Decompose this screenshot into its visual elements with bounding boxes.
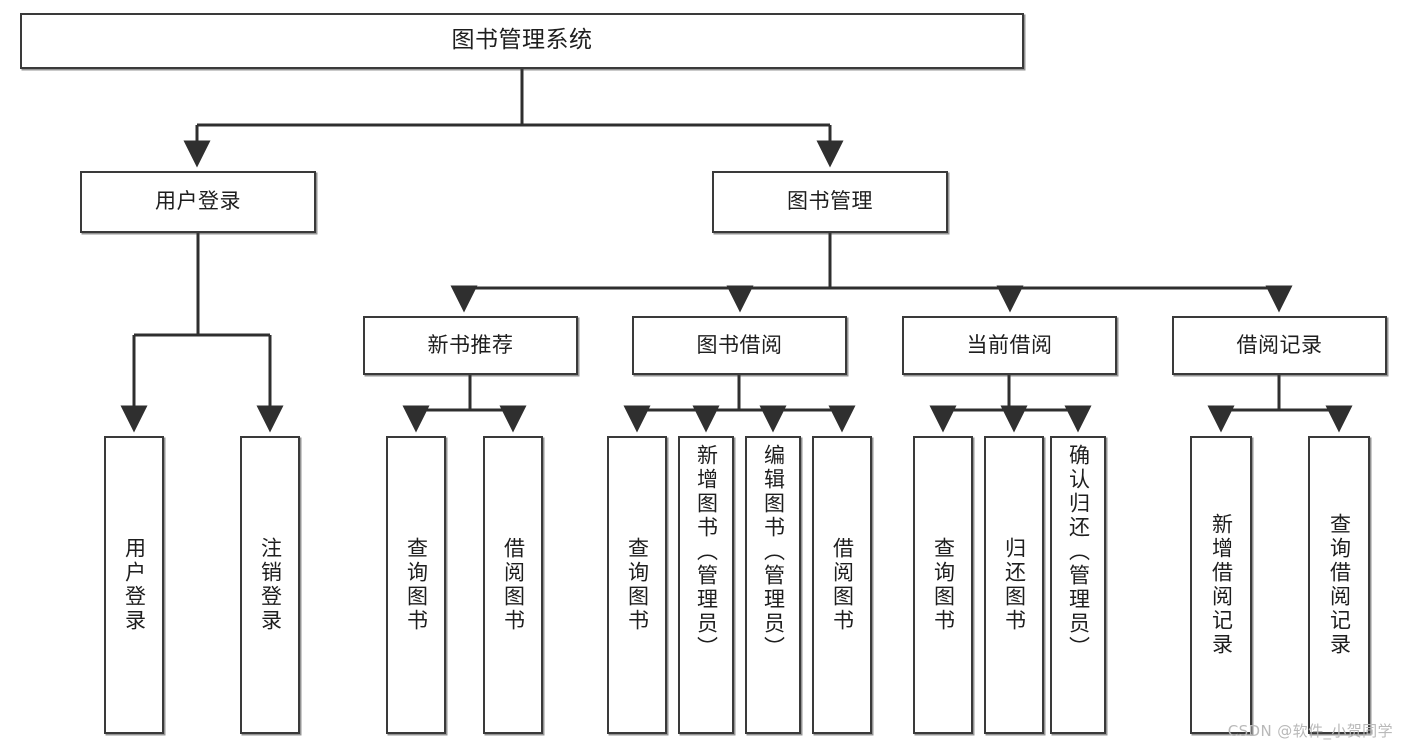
node-leaf-query-book-3[interactable]: 查询图书	[913, 436, 973, 734]
node-leaf-query-book-1[interactable]: 查询图书	[386, 436, 446, 734]
node-leaf-borrow-book-1[interactable]: 借阅图书	[483, 436, 543, 734]
node-leaf-logout[interactable]: 注销登录	[240, 436, 300, 734]
node-leaf-borrow-book-1-label: 借阅图书	[501, 537, 526, 633]
node-leaf-borrow-book-2-label: 借阅图书	[830, 537, 855, 633]
node-leaf-query-borrow-record[interactable]: 查询借阅记录	[1308, 436, 1370, 734]
node-new-book-rec-label: 新书推荐	[427, 332, 514, 357]
node-root-title-label: 图书管理系统	[451, 27, 593, 54]
node-leaf-query-borrow-record-label: 查询借阅记录	[1327, 513, 1352, 657]
node-book-manage-label: 图书管理	[787, 189, 873, 214]
node-leaf-query-book-2-label: 查询图书	[625, 537, 650, 633]
node-leaf-return-book-label: 归还图书	[1002, 537, 1027, 633]
node-user-login[interactable]: 用户登录	[80, 171, 316, 233]
node-new-book-rec[interactable]: 新书推荐	[363, 316, 578, 375]
node-root-title[interactable]: 图书管理系统	[20, 13, 1024, 69]
node-leaf-add-borrow-record[interactable]: 新增借阅记录	[1190, 436, 1252, 734]
node-user-login-label: 用户登录	[155, 189, 241, 214]
node-leaf-query-book-1-label: 查询图书	[404, 537, 429, 633]
node-book-borrow[interactable]: 图书借阅	[632, 316, 847, 375]
node-borrow-record-label: 借阅记录	[1236, 332, 1323, 357]
node-leaf-add-book-admin-label: 新增图书（管理员）	[694, 444, 719, 660]
node-leaf-user-login[interactable]: 用户登录	[104, 436, 164, 734]
node-leaf-edit-book-admin-label: 编辑图书（管理员）	[761, 444, 786, 660]
node-book-manage[interactable]: 图书管理	[712, 171, 948, 233]
node-leaf-user-login-label: 用户登录	[122, 537, 147, 633]
node-leaf-query-book-3-label: 查询图书	[931, 537, 956, 633]
node-leaf-logout-label: 注销登录	[258, 537, 283, 633]
node-leaf-query-book-2[interactable]: 查询图书	[607, 436, 667, 734]
node-leaf-return-book[interactable]: 归还图书	[984, 436, 1044, 734]
node-current-borrow[interactable]: 当前借阅	[902, 316, 1117, 375]
node-leaf-confirm-return-admin[interactable]: 确认归还（管理员）	[1050, 436, 1106, 734]
node-current-borrow-label: 当前借阅	[966, 332, 1053, 357]
node-leaf-confirm-return-admin-label: 确认归还（管理员）	[1066, 444, 1091, 660]
node-borrow-record[interactable]: 借阅记录	[1172, 316, 1387, 375]
csdn-watermark: CSDN @软件_小贺同学	[1227, 722, 1393, 740]
node-leaf-edit-book-admin[interactable]: 编辑图书（管理员）	[745, 436, 801, 734]
node-leaf-add-borrow-record-label: 新增借阅记录	[1209, 513, 1234, 657]
node-book-borrow-label: 图书借阅	[696, 332, 783, 357]
node-leaf-add-book-admin[interactable]: 新增图书（管理员）	[678, 436, 734, 734]
node-leaf-borrow-book-2[interactable]: 借阅图书	[812, 436, 872, 734]
